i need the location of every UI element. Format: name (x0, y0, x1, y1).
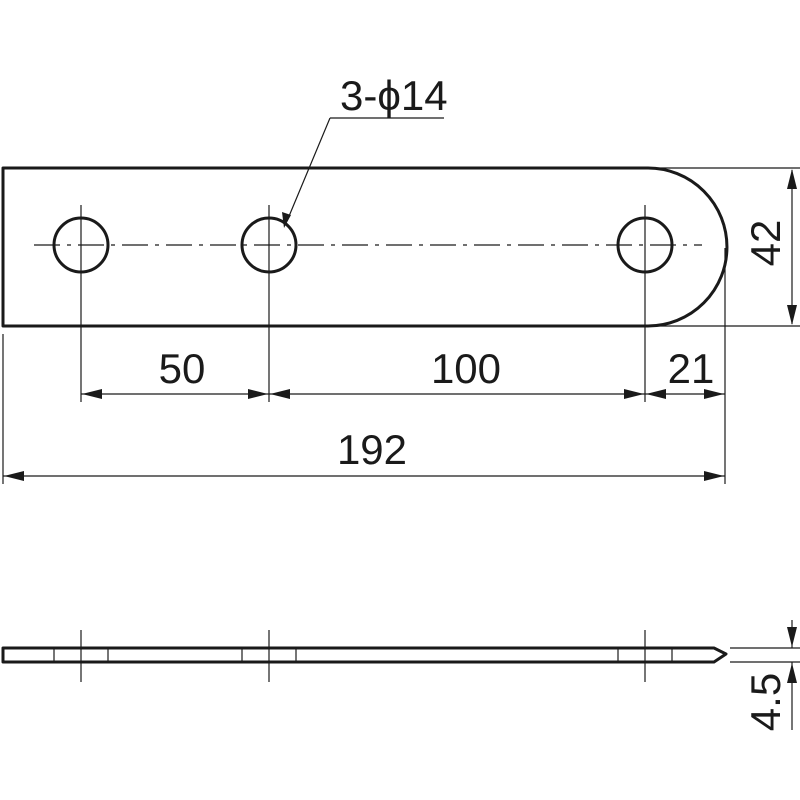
side-view-outline (1, 646, 728, 664)
width-arrow-bottom (787, 305, 797, 325)
width-arrow-top (787, 169, 797, 189)
hole-leader-arrow (282, 212, 291, 228)
overall-length-label: 192 (337, 426, 407, 473)
thickness-label: 4.5 (742, 673, 789, 731)
hole-leader (286, 117, 331, 222)
radius-arrow-right (704, 389, 724, 399)
width-label: 42 (742, 220, 789, 267)
radius-arrow-left (646, 389, 666, 399)
pitch2-arrow-right (624, 389, 644, 399)
pitch2-arrow-left (270, 389, 290, 399)
thickness-arrow-bottom (787, 663, 797, 683)
thickness-arrow-top (787, 627, 797, 647)
hole-spec-label: 3-ϕ14 (340, 72, 448, 119)
pitch-2-label: 100 (431, 345, 501, 392)
end-radius-label: 21 (668, 345, 715, 392)
overall-arrow-left (4, 471, 24, 481)
overall-arrow-right (704, 471, 724, 481)
pitch1-arrow-right (248, 389, 268, 399)
pitch-1-label: 50 (159, 345, 206, 392)
pitch1-arrow-left (82, 389, 102, 399)
plate-outline (1, 166, 729, 328)
